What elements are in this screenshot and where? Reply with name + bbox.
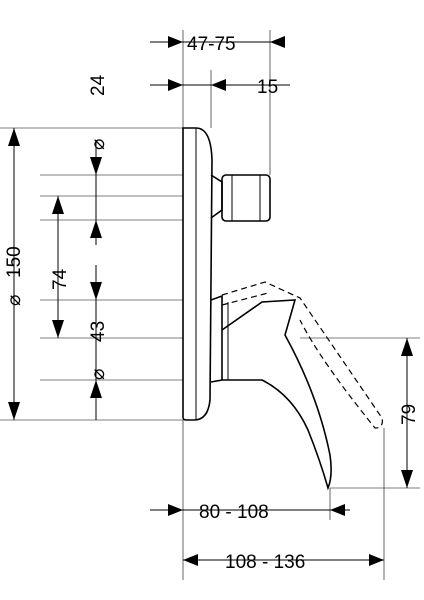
dim-80-108: 80 - 108 <box>150 502 350 523</box>
lever-dashed-outline <box>221 281 383 429</box>
dim-15: 15 <box>150 77 290 98</box>
dim-dia-24: ⌀ 24 <box>88 74 109 245</box>
dim-dia-43: ⌀ 43 <box>88 265 109 420</box>
dia-43-symbol: ⌀ <box>88 369 109 380</box>
extension-lines <box>0 30 420 580</box>
dim-dia-150: ⌀ 150 <box>4 128 25 420</box>
dia-24-symbol: ⌀ <box>88 139 109 150</box>
dim-15-label: 15 <box>257 77 278 98</box>
dim-79-label: 79 <box>399 404 420 425</box>
mixer-lever <box>210 294 332 491</box>
dim-dia-43-label: 43 <box>88 321 109 342</box>
dim-79: 79 <box>399 338 420 488</box>
diverter-knob <box>210 174 271 222</box>
dim-47-75: 47-75 <box>150 34 285 55</box>
dia-150-symbol: ⌀ <box>4 295 25 306</box>
dim-47-75-label: 47-75 <box>187 34 236 55</box>
dim-74-label: 74 <box>50 268 71 290</box>
dim-108-136: 108 - 136 <box>183 552 384 573</box>
dim-108-136-label: 108 - 136 <box>225 552 305 573</box>
dim-74: 74 <box>50 196 71 338</box>
dim-80-108-label: 80 - 108 <box>199 502 269 523</box>
dim-dia-24-label: 24 <box>88 74 109 96</box>
cover-plate <box>182 127 213 421</box>
dim-dia-150-label: 150 <box>4 246 25 278</box>
